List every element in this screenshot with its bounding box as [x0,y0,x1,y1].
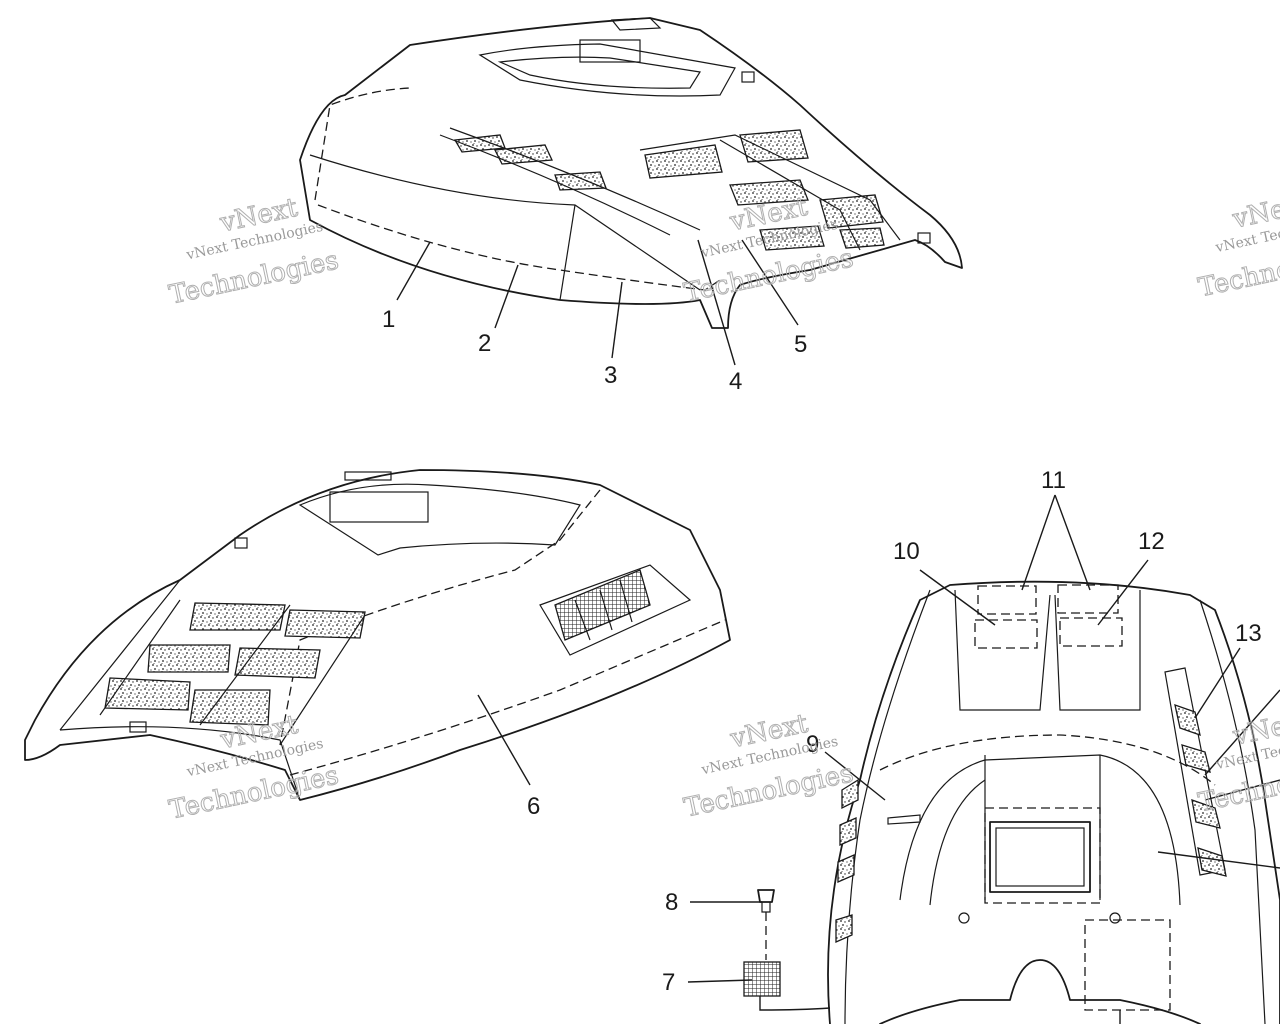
callout-5: 5 [794,331,807,358]
callout-7: 7 [662,969,675,996]
callout-4: 4 [729,368,742,395]
callout-11: 11 [1041,467,1066,494]
callout-6: 6 [527,793,540,820]
hood-side-view [24,469,731,801]
callout-12: 12 [1138,528,1165,555]
callouts: 1 2 3 4 5 6 7 8 9 10 11 12 13 [382,306,1262,996]
watermark-center-mid: vNext vNext Technologies Technologies [681,708,857,824]
callout-10: 10 [893,538,920,565]
watermark-right-top: vNext vNext Technologies Technologies [1195,189,1280,304]
callout-2: 2 [478,330,491,357]
hood-top-view [299,17,963,329]
callout-1: 1 [382,306,395,333]
callout-9: 9 [806,731,819,758]
callout-13: 13 [1235,620,1262,647]
callout-3: 3 [604,362,617,389]
callout-8: 8 [665,889,678,916]
hood-front-view [743,580,1280,1024]
watermark-left-top: vNext vNext Technologies Technologies [166,192,342,311]
leader-lines [396,239,1280,1024]
watermark-left-mid: vNext vNext Technologies Technologies [166,709,342,826]
